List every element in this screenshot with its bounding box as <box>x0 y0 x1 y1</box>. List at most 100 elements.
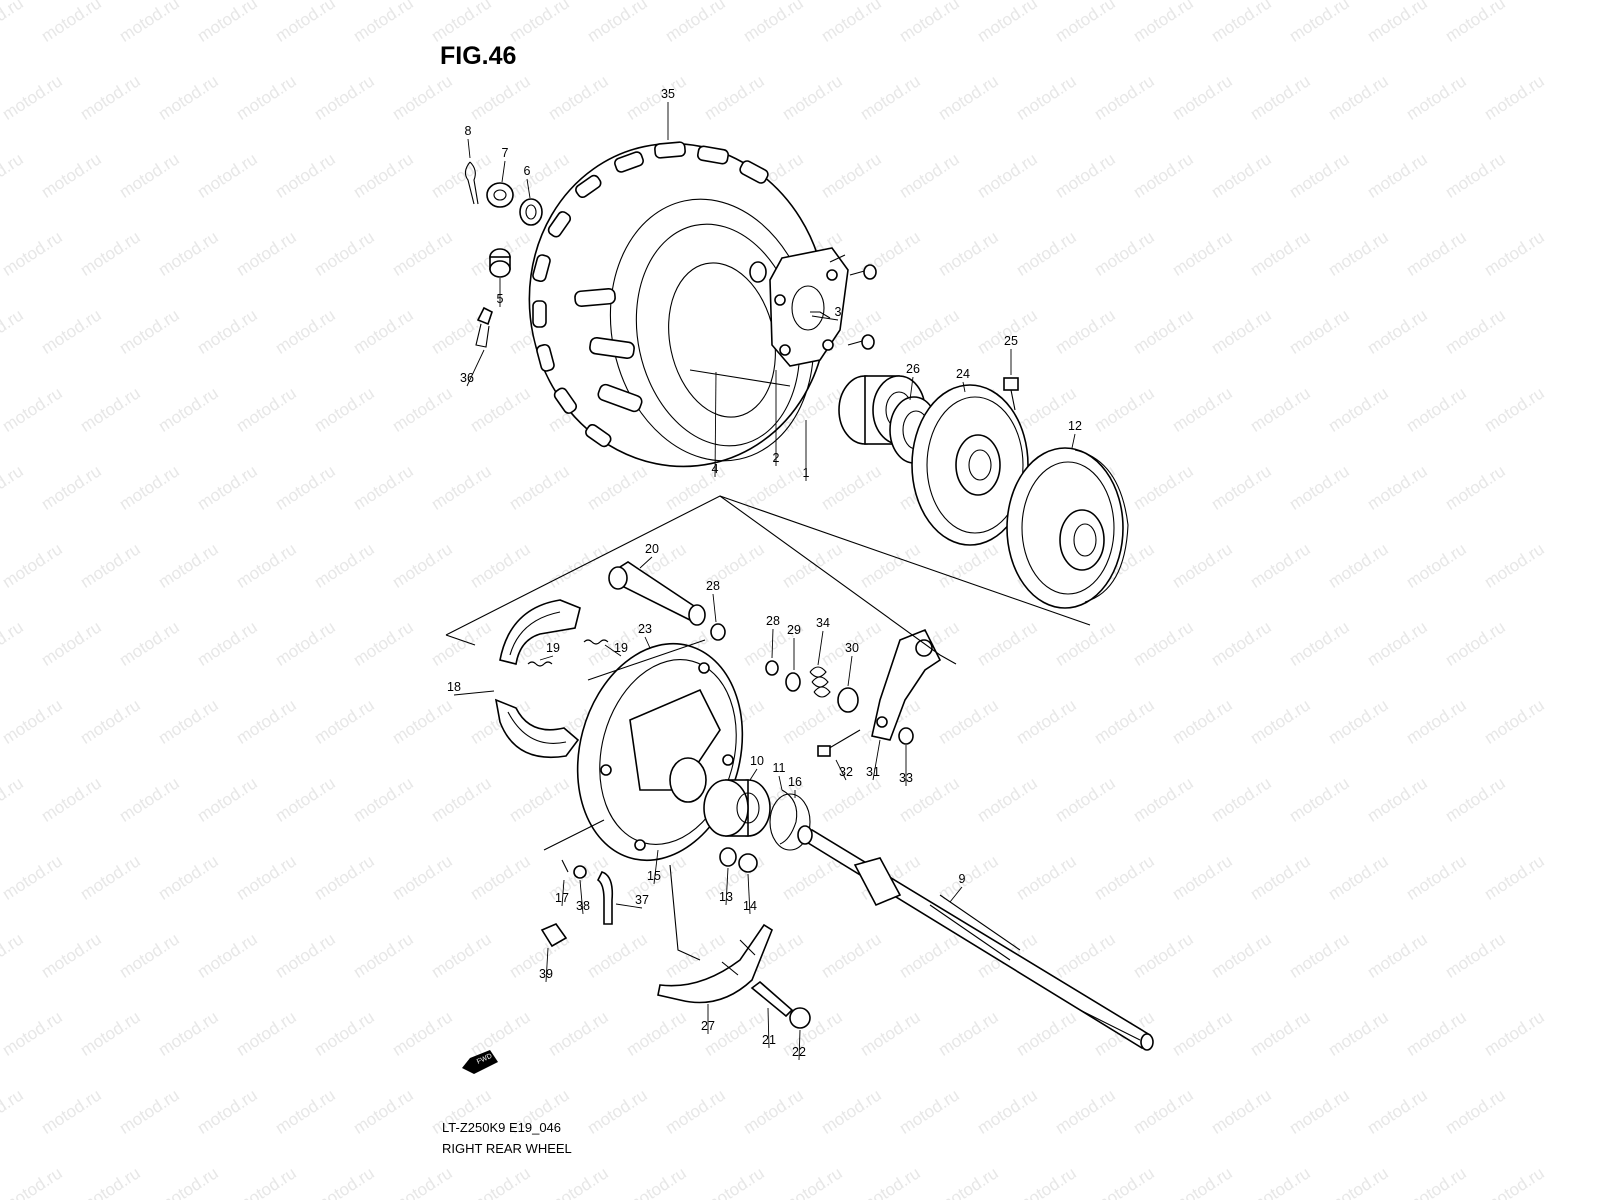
callout-label-c26: 26 <box>906 362 920 376</box>
callout-label-c27: 27 <box>701 1019 715 1033</box>
callout-label-c14: 14 <box>743 899 757 913</box>
leader-line-c21 <box>767 1007 770 1049</box>
leader-line-c39 <box>545 947 549 983</box>
model-code: LT-Z250K9 E19_046 <box>442 1120 562 1135</box>
flange-nut <box>789 1007 811 1029</box>
breather-clip <box>561 859 587 879</box>
brake-drum <box>1006 447 1129 609</box>
callout-label-c29: 29 <box>787 623 801 637</box>
valve-stem <box>475 306 493 348</box>
callout-label-c8: 8 <box>465 124 472 138</box>
wheel-hub <box>749 247 849 367</box>
callout-label-c19b: 19 <box>614 641 628 655</box>
callout-label-c28b: 28 <box>766 614 780 628</box>
leader-line-c4 <box>714 371 717 478</box>
leader-line-c34 <box>817 630 824 666</box>
leader-line-c32 <box>835 759 847 781</box>
leader-line-c9 <box>949 886 963 903</box>
leader-line-c37 <box>615 903 643 909</box>
brake-guard <box>657 923 773 1004</box>
hub-studs <box>829 254 877 350</box>
callout-label-c36: 36 <box>460 371 474 385</box>
callout-label-c37: 37 <box>635 893 649 907</box>
callout-label-c22: 22 <box>792 1045 806 1059</box>
callout-label-c34: 34 <box>816 616 830 630</box>
callout-label-c32: 32 <box>839 765 853 779</box>
callout-label-c35: 35 <box>661 87 675 101</box>
callout-label-c13: 13 <box>719 890 733 904</box>
leader-line-c10 <box>749 768 758 781</box>
leader-line-c20 <box>639 556 653 569</box>
callout-label-c10: 10 <box>750 754 764 768</box>
wheel-assembly-line <box>689 311 831 387</box>
leader-line-c22 <box>798 1029 801 1061</box>
callout-label-c4: 4 <box>712 462 719 476</box>
callout-label-c23: 23 <box>638 622 652 636</box>
leader-lines <box>453 102 1076 1061</box>
hose-clamp <box>540 923 568 948</box>
leader-line-c30 <box>847 655 853 687</box>
callout-label-c6: 6 <box>524 164 531 178</box>
leader-line-c8 <box>467 138 471 159</box>
leader-line-c24 <box>962 381 966 393</box>
washer <box>519 198 543 226</box>
leader-line-c31 <box>872 739 881 781</box>
callout-label-c11: 11 <box>773 761 786 775</box>
leader-line-c7 <box>501 160 506 183</box>
leader-line-c17 <box>561 879 565 907</box>
callout-label-c7: 7 <box>502 146 509 160</box>
washers-28-29-30 <box>765 660 859 713</box>
washer-13 <box>719 847 737 867</box>
callout-label-c3: 3 <box>835 305 842 319</box>
circlip <box>779 789 798 845</box>
tire <box>528 141 828 468</box>
bolt <box>1003 377 1019 411</box>
leader-line-c26 <box>909 376 914 401</box>
callout-label-c19a: 19 <box>546 641 560 655</box>
drum-group-line <box>719 495 1091 626</box>
leader-line-c11 <box>778 775 783 791</box>
brake-shoe-lower <box>494 698 580 758</box>
lower-group-outline <box>543 819 701 961</box>
leader-line-c23 <box>644 636 651 649</box>
lever-bolt <box>817 729 861 757</box>
callout-label-c20: 20 <box>645 542 659 556</box>
callout-label-c24: 24 <box>956 367 970 381</box>
callout-label-c33: 33 <box>899 771 913 785</box>
brake-cam-lever <box>871 628 942 741</box>
callout-label-c28a: 28 <box>706 579 720 593</box>
o-ring <box>710 623 726 641</box>
leader-line-c36 <box>466 349 485 387</box>
leader-line-c3 <box>811 315 839 321</box>
leader-line-c13 <box>725 867 729 906</box>
leader-line-c19a <box>539 655 554 661</box>
callout-label-c31: 31 <box>866 765 880 779</box>
leader-line-c14 <box>747 873 751 915</box>
brake-panel <box>576 642 744 862</box>
callout-label-c38: 38 <box>576 899 590 913</box>
shoe-spring <box>527 639 609 667</box>
return-spring <box>809 666 831 698</box>
leader-line-c19b <box>604 644 622 657</box>
callout-label-c2: 2 <box>773 451 780 465</box>
forward-direction-badge: FWD <box>462 1050 498 1074</box>
lever-nut <box>898 727 914 745</box>
figure-title: FIG.46 <box>440 42 517 70</box>
callout-label-c15: 15 <box>647 869 661 883</box>
callout-label-c17: 17 <box>555 891 569 905</box>
seal-ring <box>769 793 811 851</box>
castle-nut <box>486 182 514 208</box>
leader-line-c28b <box>771 628 774 659</box>
leader-line-c18 <box>453 690 495 696</box>
bearing <box>703 779 771 837</box>
callout-label-c9: 9 <box>959 872 966 886</box>
breather-hose <box>596 871 614 925</box>
diagram-caption: RIGHT REAR WHEEL <box>442 1141 572 1156</box>
callout-label-c25: 25 <box>1004 334 1018 348</box>
callout-label-c18: 18 <box>447 680 461 694</box>
callout-label-c16: 16 <box>788 775 802 789</box>
leader-line-c15 <box>653 849 659 885</box>
leader-line-c12 <box>1071 433 1076 449</box>
